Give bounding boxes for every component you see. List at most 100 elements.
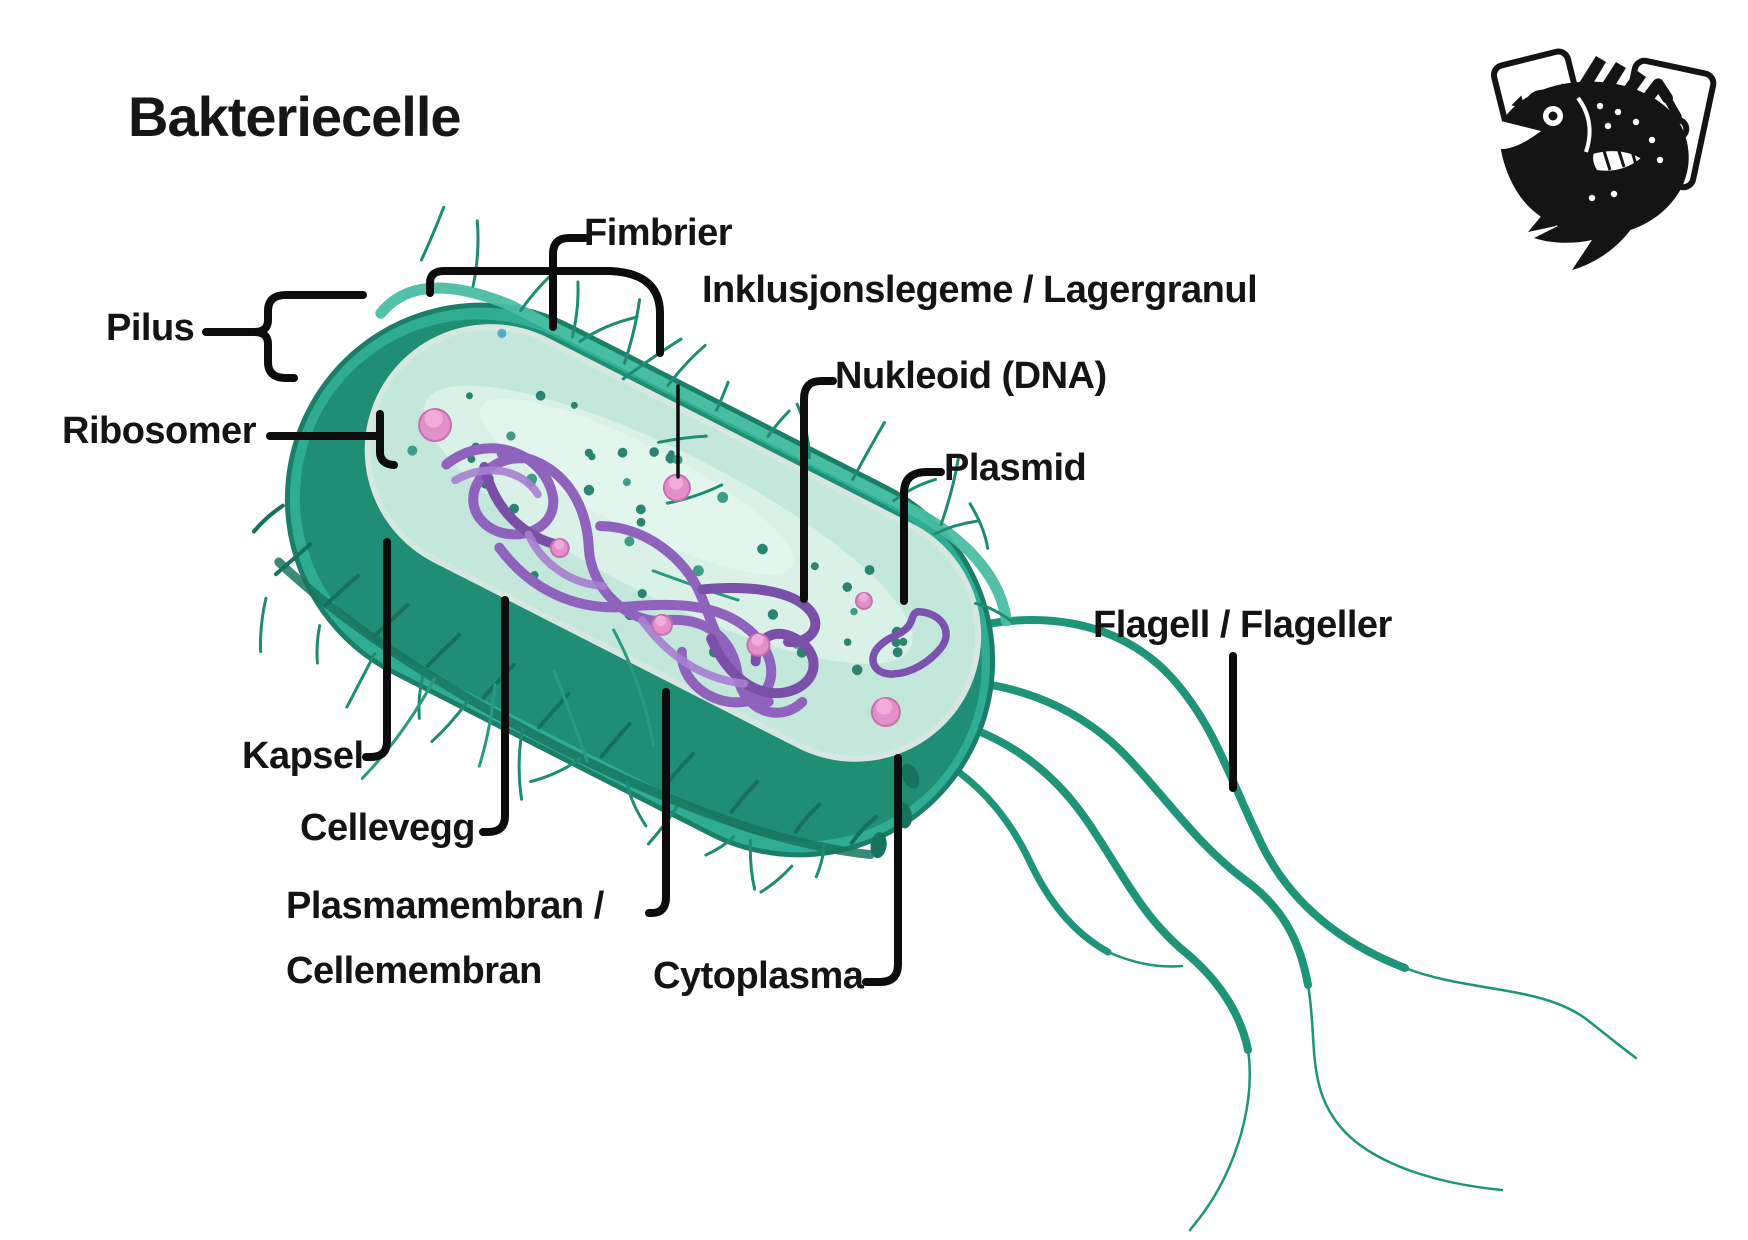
label-fimbrier: Fimbrier xyxy=(584,212,733,254)
fimbria-hair xyxy=(612,628,655,748)
ribosome-dot xyxy=(851,664,863,676)
flagellum-tip xyxy=(1106,950,1184,968)
label-inklusjonslegeme: Inklusjonslegeme / Lagergranul xyxy=(702,269,1258,311)
label-plasmamembran-line2: Cellemembran xyxy=(286,950,542,992)
rim-speck xyxy=(497,328,507,338)
fimbria-hair xyxy=(625,780,648,828)
fish-science-logo xyxy=(1490,48,1717,270)
inclusion-granules xyxy=(418,408,901,728)
ribosome-dot xyxy=(717,491,729,503)
fish-fin xyxy=(1589,147,1648,175)
ribosome-dot xyxy=(588,452,596,461)
fimbria-hair xyxy=(656,434,708,444)
ribosome-dot xyxy=(617,447,628,458)
fimbria-hair xyxy=(570,280,580,339)
ribosome-dot xyxy=(692,565,704,577)
fimbria-hair xyxy=(529,756,582,784)
label-cellevegg: Cellevegg xyxy=(300,807,476,849)
label-pilus: Pilus xyxy=(106,307,195,349)
fimbria-hair xyxy=(360,677,436,780)
granule xyxy=(746,632,771,657)
label-plasmid: Plasmid xyxy=(944,447,1087,489)
ribosome-dot xyxy=(767,609,779,620)
ribosome-dot xyxy=(506,431,516,441)
leader-fimbrier xyxy=(549,234,589,331)
ribosome-dot xyxy=(667,450,675,458)
fimbria-hair xyxy=(814,843,826,879)
fimbria-hair xyxy=(519,275,551,312)
ribosome-dot xyxy=(635,504,646,515)
leader-kapsel xyxy=(362,538,391,761)
fimbria-hair xyxy=(430,699,470,744)
flagellum-tip xyxy=(1188,1048,1251,1232)
granule xyxy=(651,613,674,636)
ribosome-dot xyxy=(465,392,473,400)
fimbria-hair xyxy=(517,727,524,801)
plasmid-loop xyxy=(869,607,950,678)
ribosome-dot xyxy=(864,565,875,575)
flagella xyxy=(911,615,1638,1232)
fimbria-hair xyxy=(666,343,707,387)
cytoplasm-light-zone xyxy=(480,398,795,575)
leader-lines xyxy=(202,234,1237,986)
fimbria-hair xyxy=(973,601,1014,623)
fimbria-hair xyxy=(315,624,322,665)
fimbria-hair xyxy=(759,864,794,894)
label-flagell: Flagell / Flageller xyxy=(1093,604,1392,646)
flagellum xyxy=(926,615,1409,972)
fimbria-hair xyxy=(939,457,960,527)
fimbria-hair xyxy=(715,380,730,412)
fimbria-hair xyxy=(345,652,377,709)
granule xyxy=(549,538,570,559)
page-title: Bakteriecelle xyxy=(128,85,462,148)
cell-body xyxy=(251,205,1014,894)
fimbria-hair xyxy=(258,596,268,653)
fimbria-hair xyxy=(933,519,979,536)
fimbria-hair xyxy=(766,409,791,438)
ribosome-dot xyxy=(842,582,853,592)
ribosome-dot xyxy=(570,401,578,409)
ribosome-dot xyxy=(899,637,908,646)
leader-cellevegg xyxy=(479,596,509,836)
fish-mouth xyxy=(1493,119,1541,150)
leader-plasmid xyxy=(900,468,945,605)
ribosome-dot xyxy=(624,536,635,547)
fimbria-hair xyxy=(892,477,937,503)
granule xyxy=(418,408,453,443)
leader-cytoplasma xyxy=(862,754,902,986)
fimbria-hair xyxy=(968,502,990,550)
fimbria-hair xyxy=(704,835,736,857)
label-kapsel: Kapsel xyxy=(242,735,364,777)
flagellum-tip xyxy=(1306,983,1504,1192)
flagellum-tip xyxy=(1403,966,1638,1060)
fish-gill xyxy=(1576,96,1592,153)
fimbria-hair xyxy=(552,668,589,763)
fimbria-hair xyxy=(420,205,446,262)
label-plasmamembran-line1: Plasmamembran / xyxy=(286,885,604,927)
granule xyxy=(854,591,873,610)
label-nukleoid: Nukleoid (DNA) xyxy=(835,355,1107,397)
capsule-bottom-edge xyxy=(274,557,875,860)
fimbria-hair xyxy=(578,315,639,343)
fimbria-hair xyxy=(622,298,642,365)
leader-ribosomer-bar xyxy=(376,410,398,469)
flagellum xyxy=(911,741,1112,956)
ribosome-dot xyxy=(757,543,768,555)
ribosome-dot xyxy=(535,390,546,401)
ribosome-dot xyxy=(407,445,418,456)
fimbria-hair xyxy=(851,421,886,482)
ribosome-dot xyxy=(622,478,631,487)
leader-fimbrier-bracket xyxy=(426,267,664,357)
fimbria-hair xyxy=(477,683,497,768)
granule xyxy=(870,697,901,728)
granule xyxy=(662,473,691,502)
flagellum xyxy=(921,711,1252,1054)
leader-pilus-brace xyxy=(250,291,367,382)
label-ribosomer: Ribosomer xyxy=(62,410,256,452)
leader-nukleoid xyxy=(800,377,837,603)
ribosome-dot xyxy=(892,647,903,658)
fimbria-hair xyxy=(417,676,424,720)
fimbria-hair xyxy=(665,483,724,505)
